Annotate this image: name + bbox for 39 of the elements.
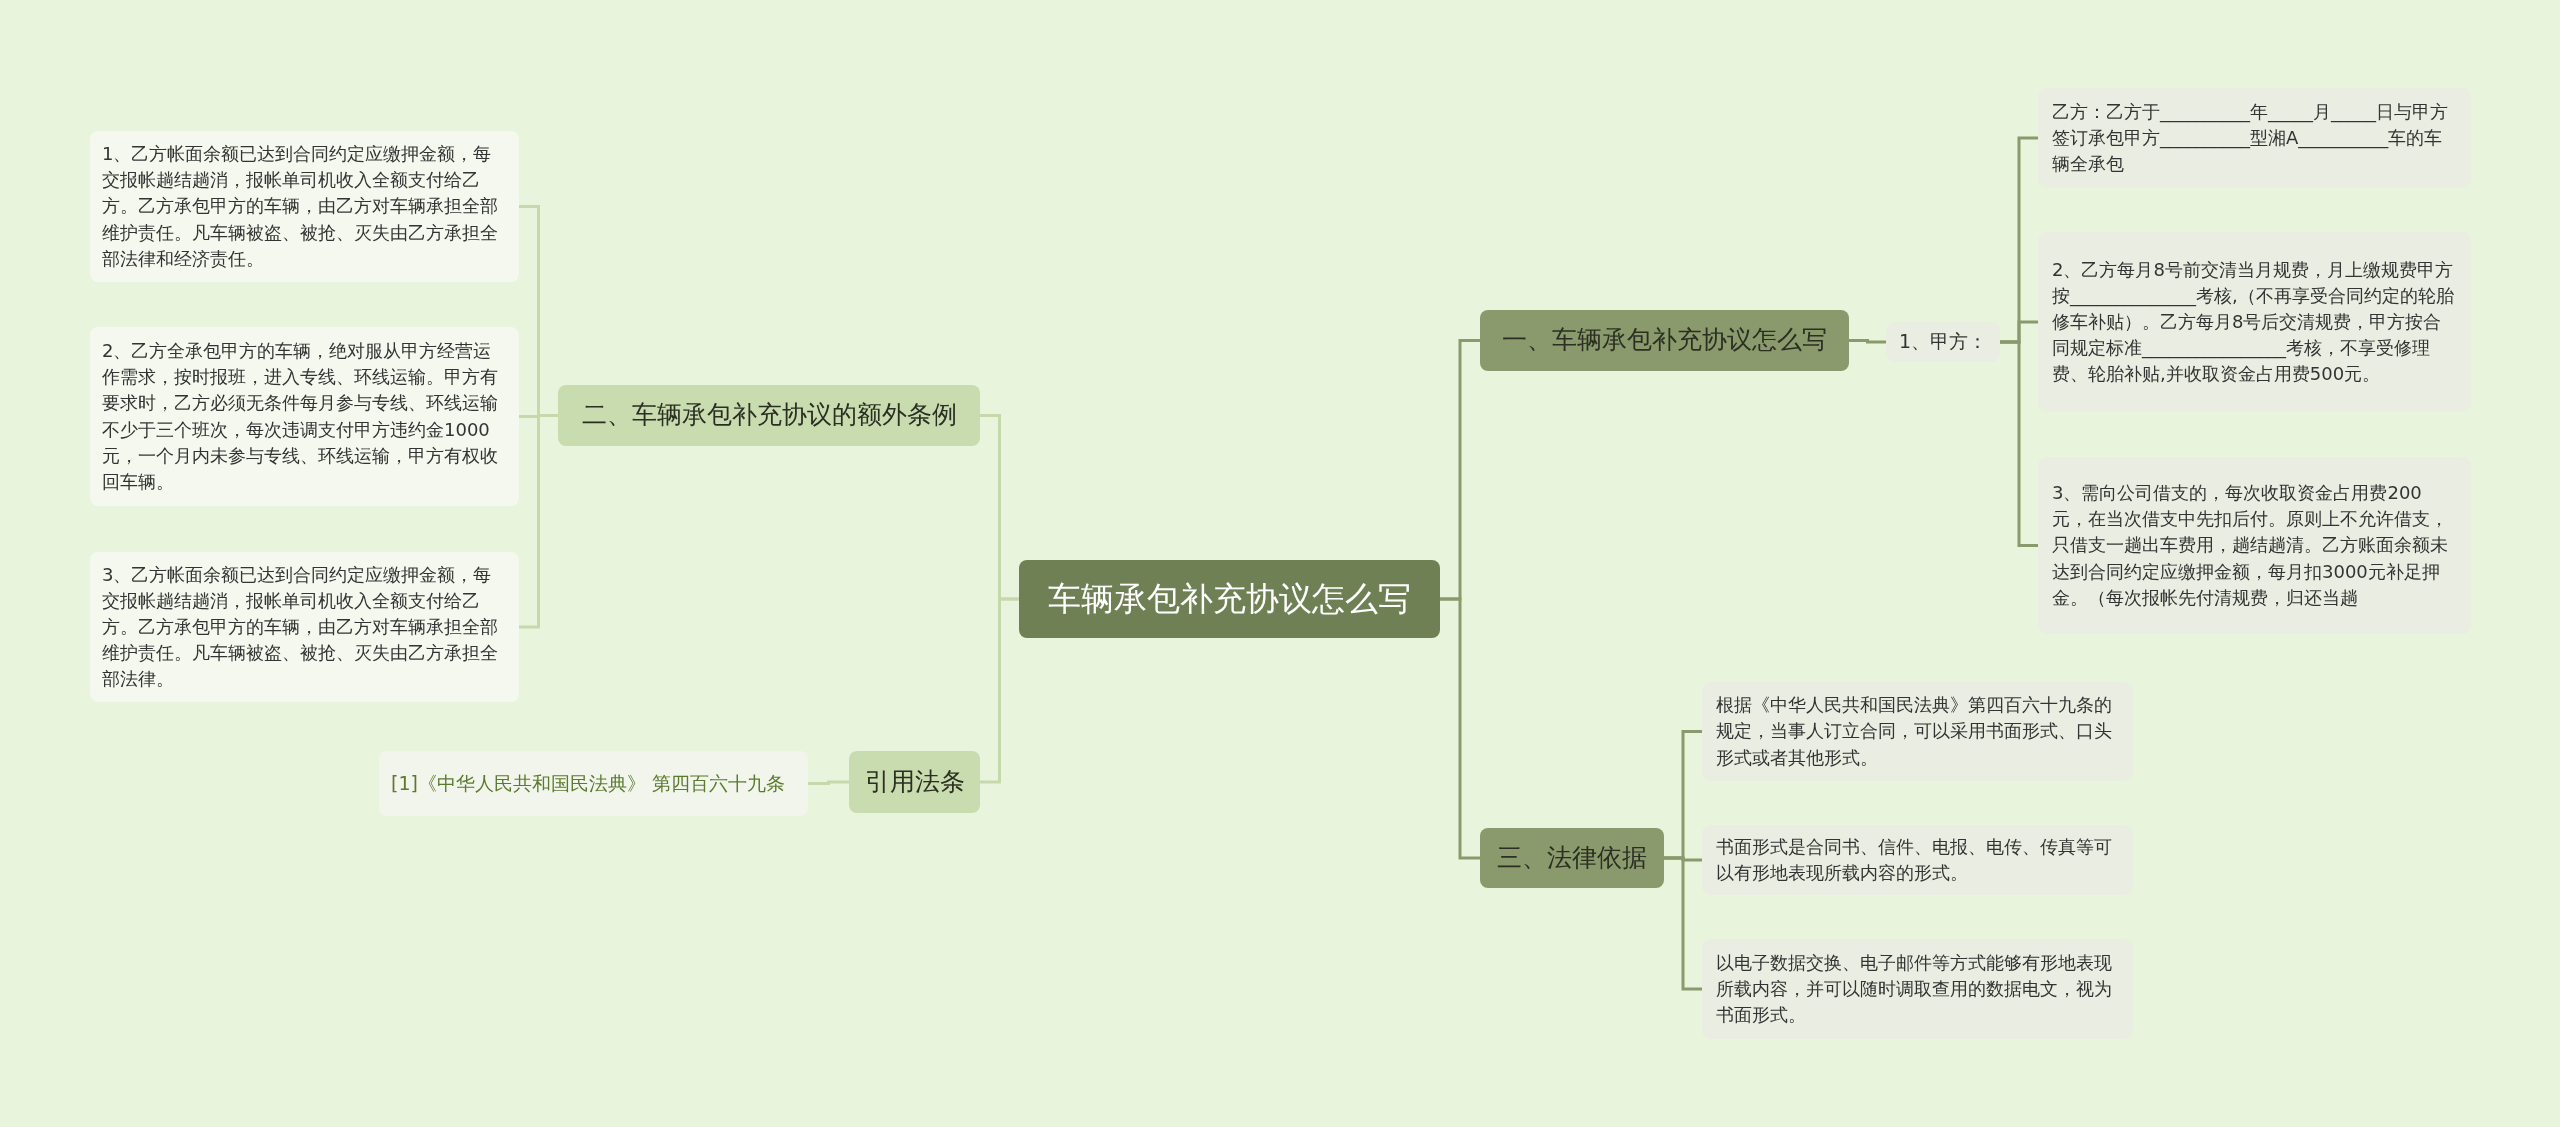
citation-text: [1]《中华人民共和国民法典》 第四百六十九条 — [391, 770, 786, 796]
topic-text: 二、车辆承包补充协议的额外条例 — [580, 399, 958, 432]
main-topic-box — [558, 385, 980, 446]
note-box — [90, 327, 519, 506]
main-topic-box — [849, 751, 980, 813]
citation-box — [379, 751, 808, 816]
central-topic-text: 车辆承包补充协议怎么写 — [1047, 578, 1412, 621]
note-text: 2、乙方全承包甲方的车辆，绝对服从甲方经营运作需求，按时报班，进入专线、环线运输。甲方有要求时，乙方必须无条件每月参与专线、环线运输不少于三个班次，每次违调支付甲方违约金1000元，一个月内未参与专线、环线运输，甲方有权收回车辆。 — [102, 339, 499, 494]
note-text: 根据《中华人民共和国民法典》第四百六十九条的规定，当事人订立合同，可以采用书面形式、口头形式或者其他形式。 — [1716, 693, 2113, 770]
connector-line — [808, 780, 849, 785]
note-box — [2038, 88, 2471, 188]
note-text: 3、乙方帐面余额已达到合同约定应缴押金额，每交报帐趟结趟消，报帐单司机收入全额支付给乙方。乙方承包甲方的车辆，由乙方对车辆承担全部维护责任。凡车辆被盗、被抢、灭失由乙方承担全部法律。 — [102, 562, 499, 692]
note-box — [1702, 825, 2133, 895]
note-box — [2038, 457, 2471, 634]
note-text: 2、乙方每月8号前交清当月规费，月上缴规费甲方按______________考核,（不再享受合同约定的轮胎修车补贴）。乙方每月8号后交清规费，甲方按合同规定标准________________考核，不享受修理费、轮胎补贴,并收取资金占用费500元。 — [2052, 257, 2455, 387]
subtopic-box — [1886, 322, 2000, 362]
note-box — [90, 552, 519, 702]
topic-text: 一、车辆承包补充协议怎么写 — [1501, 324, 1828, 357]
main-topic-box — [1480, 310, 1849, 371]
connector-line — [1664, 856, 1702, 991]
topic-text: 三、法律依据 — [1496, 841, 1648, 874]
note-box — [2038, 232, 2471, 412]
note-text: 书面形式是合同书、信件、电报、电传、传真等可以有形地表现所载内容的形式。 — [1716, 834, 2113, 885]
note-box — [1702, 682, 2133, 781]
note-text: 3、需向公司借支的，每次收取资金占用费200元，在当次借支中先扣后付。原则上不允许借支，只借支一趟出车费用，趟结趟清。乙方账面余额未达到合同约定应缴押金额，每月扣3000元补足押金。（每次报帐先付清规费，归还当趟 — [2052, 481, 2449, 610]
connector-line — [1849, 339, 1886, 344]
topic-text: 引用法条 — [863, 765, 966, 798]
note-text: 以电子数据交换、电子邮件等方式能够有形地表现所载内容，并可以随时调取查用的数据电文，视为书面形式。 — [1716, 950, 2113, 1028]
connector-line — [2000, 340, 2038, 547]
connector-line — [1440, 597, 1480, 860]
note-box — [1702, 939, 2133, 1039]
connector-line — [980, 597, 1019, 784]
main-topic-box — [1480, 828, 1664, 888]
central-topic-box — [1019, 560, 1440, 638]
subtopic-text: 1、甲方： — [1897, 329, 1989, 355]
connector-line — [519, 414, 558, 629]
note-text: 乙方：乙方于__________年_____月_____日与甲方签订承包甲方__________型湘A__________车的车辆全承包 — [2052, 99, 2449, 177]
note-box — [90, 131, 519, 282]
note-text: 1、乙方帐面余额已达到合同约定应缴押金额，每交报帐趟结趟消，报帐单司机收入全额支付给乙方。乙方承包甲方的车辆，由乙方对车辆承担全部维护责任。凡车辆被盗、被抢、灭失由乙方承担全部法律和经济责任。 — [102, 142, 499, 271]
